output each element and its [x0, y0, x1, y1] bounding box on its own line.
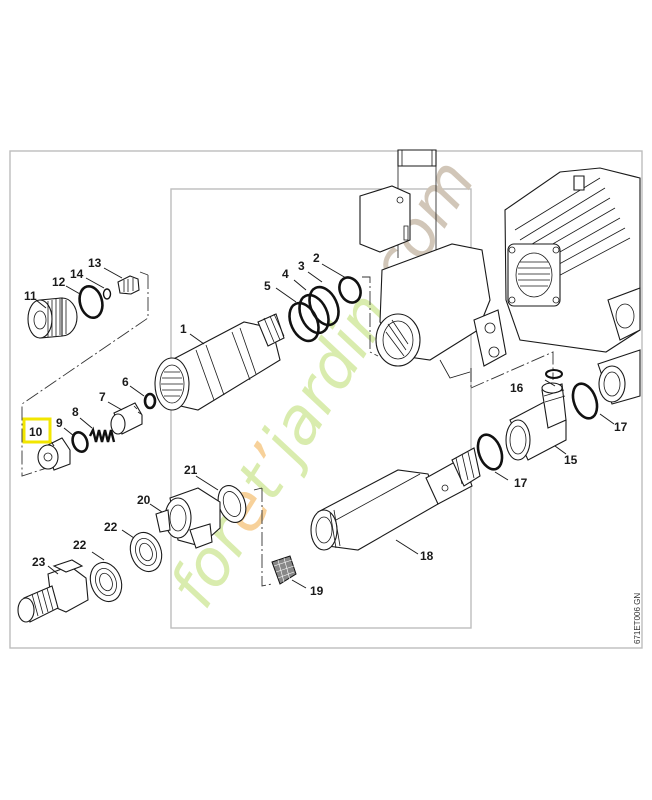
part-18-extension-tube — [310, 447, 481, 551]
callout-13[interactable]: 13 — [88, 256, 102, 270]
callout-14[interactable]: 14 — [70, 267, 84, 281]
tee-bracket — [470, 351, 554, 389]
callout-9[interactable]: 9 — [56, 416, 63, 430]
callout-10[interactable]: 10 — [29, 425, 43, 439]
callout-22-right[interactable]: 22 — [104, 520, 118, 534]
part-15-tee-fitting — [505, 382, 567, 461]
part-22-seal-left — [89, 561, 123, 603]
callout-22-left[interactable]: 22 — [73, 538, 87, 552]
callout-18[interactable]: 18 — [420, 549, 434, 563]
part-9-o-ring — [71, 431, 89, 453]
manifold-block — [359, 149, 507, 379]
ring-bracket — [362, 276, 379, 357]
part-14-small-o-ring — [102, 288, 112, 300]
reference-code: 671ET006 GN — [633, 593, 642, 644]
part-4-o-ring — [298, 293, 330, 335]
left-group-bracket — [21, 275, 149, 477]
callout-6[interactable]: 6 — [122, 375, 129, 389]
part-22-seal-right — [129, 531, 163, 573]
washer-bracket — [253, 487, 263, 491]
callout-11[interactable]: 11 — [24, 289, 37, 303]
callout-2[interactable]: 2 — [313, 251, 320, 265]
strainer-bracket — [261, 488, 273, 587]
part-13-screw — [117, 275, 140, 295]
callout-8[interactable]: 8 — [72, 405, 79, 419]
part-12-o-ring — [78, 284, 104, 320]
callout-7[interactable]: 7 — [99, 390, 106, 404]
part-1-valve-body — [154, 313, 285, 411]
callout-16[interactable]: 16 — [510, 381, 524, 395]
highlight-box-part-10 — [22, 417, 52, 444]
callout-19[interactable]: 19 — [310, 584, 324, 598]
callout-5[interactable]: 5 — [264, 279, 271, 293]
part-23-hose-coupling — [17, 559, 89, 623]
pump-head — [504, 167, 641, 405]
part13-bracket — [139, 271, 149, 276]
part-3-o-ring — [308, 285, 340, 327]
part-17-o-ring-left — [476, 433, 504, 471]
callout-15[interactable]: 15 — [564, 453, 578, 467]
callout-21[interactable]: 21 — [184, 463, 198, 477]
part-16-o-ring — [545, 369, 563, 379]
callout-12[interactable]: 12 — [52, 275, 66, 289]
leader-lines — [35, 263, 615, 589]
callout-17-left[interactable]: 17 — [514, 476, 528, 490]
callout-4[interactable]: 4 — [282, 267, 289, 281]
outer-frame — [9, 150, 643, 649]
callout-labels[interactable]: 1 2 3 4 5 6 7 8 9 10 11 12 13 14 15 16 1… — [24, 251, 628, 598]
callout-23[interactable]: 23 — [32, 555, 46, 569]
callout-3[interactable]: 3 — [298, 259, 305, 273]
part-10-nozzle — [37, 437, 71, 471]
callout-20[interactable]: 20 — [137, 493, 151, 507]
callout-17-right[interactable]: 17 — [614, 420, 628, 434]
part-17-o-ring-right — [571, 382, 599, 420]
part-2-o-ring — [338, 276, 362, 304]
callout-1[interactable]: 1 — [180, 322, 187, 336]
part-20-claw-coupling — [155, 487, 221, 549]
part-6-o-ring — [143, 392, 157, 410]
part-7-sleeve — [110, 402, 143, 435]
part-19-strainer — [271, 555, 297, 585]
part-8-spring — [88, 426, 116, 443]
part-11-threaded-plug — [27, 297, 78, 339]
